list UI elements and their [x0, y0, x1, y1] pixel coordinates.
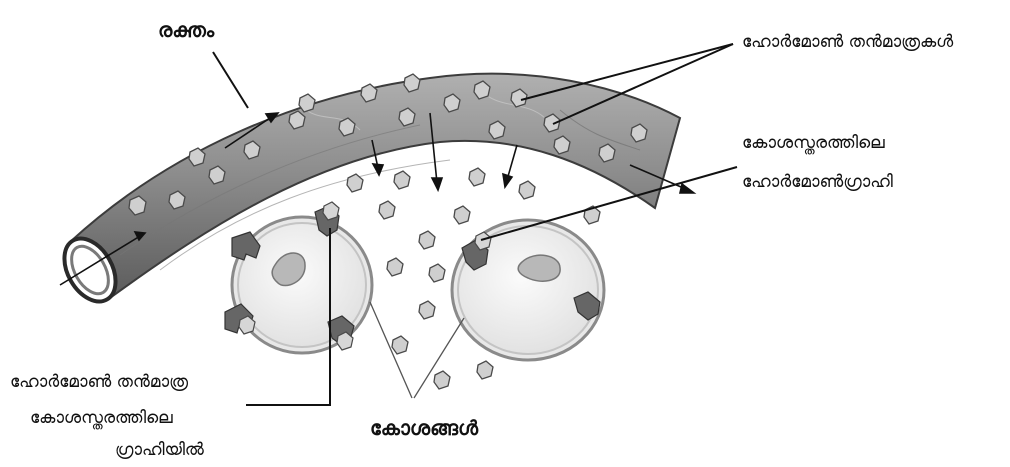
hexagon-molecule-icon: [392, 336, 408, 354]
hexagon-molecule-icon: [419, 301, 435, 319]
label-blood: രക്തം: [158, 20, 214, 40]
label-bottom-left-line1: ഹോർമോൺ തൻമാത്ര: [10, 374, 188, 391]
label-hormone-molecules: ഹോർമോൺ തൻമാത്രകൾ: [742, 34, 953, 51]
label-cells: കോശങ്ങൾ: [370, 418, 478, 438]
hexagon-molecule-icon: [434, 371, 450, 389]
hexagon-molecule-icon: [387, 258, 403, 276]
hexagon-molecule-icon: [299, 94, 315, 112]
cell-left: [225, 202, 372, 353]
hexagon-molecule-icon: [519, 181, 535, 199]
cell-right: [452, 220, 604, 360]
hexagon-molecule-icon: [454, 206, 470, 224]
hexagon-molecule-icon: [323, 202, 339, 220]
hexagon-molecule-icon: [404, 74, 420, 92]
label-bottom-left-line3: ഗ്രാഹിയിൽ: [115, 442, 204, 459]
hexagon-molecule-icon: [419, 231, 435, 249]
label-bottom-left-line2: കോശസ്തരത്തിലെ: [30, 410, 173, 427]
label-receptor-line1: കോശസ്തരത്തിലെ: [742, 135, 885, 152]
hexagon-molecule-icon: [394, 171, 410, 189]
label-receptor-line2: ഹോർമോൺഗ്രാഹി: [742, 174, 893, 191]
hexagon-molecule-icon: [379, 201, 395, 219]
hexagon-molecule-icon: [477, 361, 493, 379]
hexagon-molecule-icon: [429, 264, 445, 282]
hexagon-molecule-icon: [469, 168, 485, 186]
